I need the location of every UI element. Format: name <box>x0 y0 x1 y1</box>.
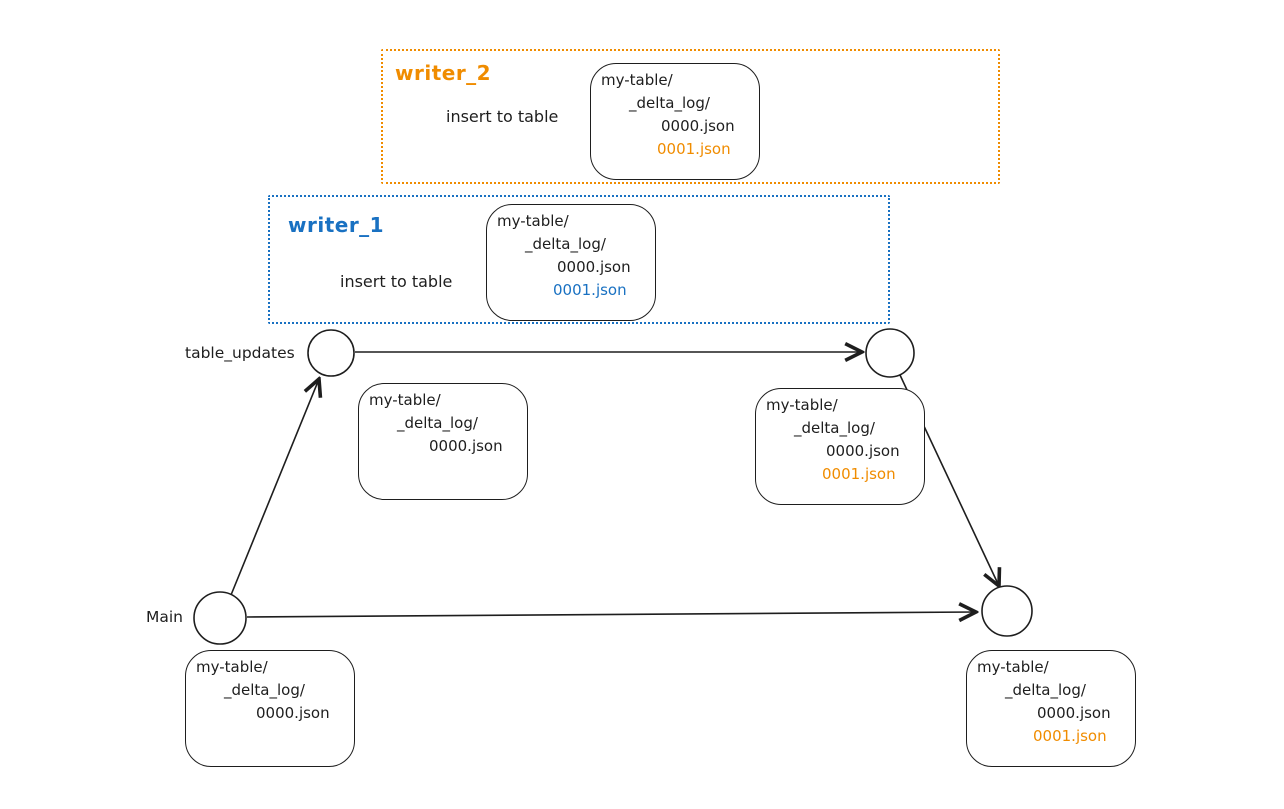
file-line: _delta_log/ <box>397 414 478 432</box>
writer-1-region <box>268 195 890 324</box>
file-line-highlighted: 0001.json <box>1033 727 1107 745</box>
writer-2-region <box>381 49 1000 184</box>
file-line: 0000.json <box>256 704 330 722</box>
file-line: _delta_log/ <box>525 235 606 253</box>
file-line-highlighted: 0001.json <box>657 140 731 158</box>
file-line: _delta_log/ <box>794 419 875 437</box>
writer-2-file-box: my-table/ _delta_log/ 0000.json 0001.jso… <box>590 63 760 180</box>
file-line: my-table/ <box>766 396 838 414</box>
writer-2-label: writer_2 <box>395 61 492 85</box>
file-line: my-table/ <box>196 658 268 676</box>
file-line: 0000.json <box>557 258 631 276</box>
file-line: 0000.json <box>661 117 735 135</box>
file-line: my-table/ <box>497 212 569 230</box>
table-updates-commit-node <box>865 328 915 378</box>
writer-1-file-box: my-table/ _delta_log/ 0000.json 0001.jso… <box>486 204 656 321</box>
table-updates-branch-label: table_updates <box>185 344 295 362</box>
file-line: my-table/ <box>601 71 673 89</box>
file-line: _delta_log/ <box>629 94 710 112</box>
writer-1-action-label: insert to table <box>340 272 453 291</box>
branch-arrow <box>230 379 319 596</box>
file-line-highlighted: 0001.json <box>553 281 627 299</box>
file-line: _delta_log/ <box>224 681 305 699</box>
file-line: _delta_log/ <box>1005 681 1086 699</box>
writer-1-label: writer_1 <box>288 213 385 237</box>
table-updates-start-node <box>307 329 355 377</box>
file-line: 0000.json <box>1037 704 1111 722</box>
file-line-highlighted: 0001.json <box>822 465 896 483</box>
main-forward-arrow <box>246 612 976 617</box>
writer-2-action-label: insert to table <box>446 107 559 126</box>
main-branch-label: Main <box>146 608 184 626</box>
main-start-node <box>193 591 247 645</box>
file-line: 0000.json <box>826 442 900 460</box>
file-line: my-table/ <box>977 658 1049 676</box>
main-after-merge-file-box: my-table/ _delta_log/ 0000.json 0001.jso… <box>966 650 1136 767</box>
file-line: my-table/ <box>369 391 441 409</box>
file-line: 0000.json <box>429 437 503 455</box>
table-updates-initial-file-box: my-table/ _delta_log/ 0000.json <box>358 383 528 500</box>
main-merge-node <box>981 585 1033 637</box>
table-updates-after-commit-file-box: my-table/ _delta_log/ 0000.json 0001.jso… <box>755 388 925 505</box>
main-initial-file-box: my-table/ _delta_log/ 0000.json <box>185 650 355 767</box>
